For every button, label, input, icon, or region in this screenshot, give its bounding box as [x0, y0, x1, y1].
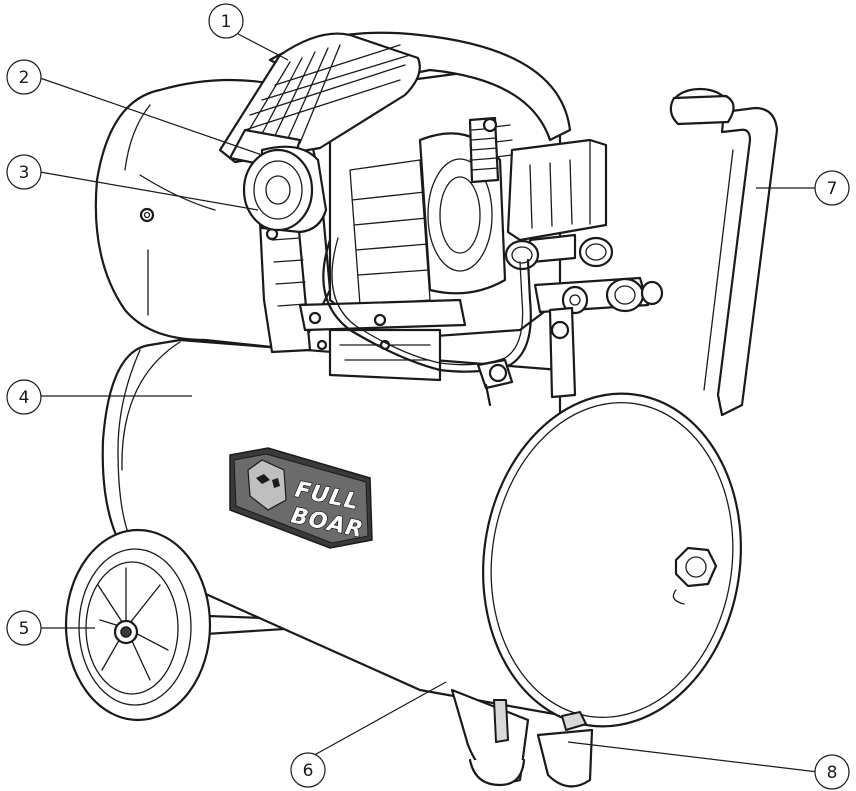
wheel — [64, 528, 212, 722]
boar-emblem-icon — [247, 459, 287, 511]
callout-7: 7 — [814, 170, 850, 206]
brand-logo: FULL BOAR — [229, 447, 373, 549]
air-filter — [242, 145, 328, 234]
callout-8-label: 8 — [827, 763, 838, 783]
pump-block — [298, 70, 562, 382]
callout-2: 2 — [6, 59, 42, 95]
air-tank — [101, 338, 742, 728]
callout-7-label: 7 — [827, 179, 838, 199]
callout-4: 4 — [6, 379, 42, 415]
callout-5-label: 5 — [19, 619, 30, 639]
callout-1-label: 1 — [221, 12, 232, 32]
callout-8: 8 — [814, 754, 850, 790]
tank-plug — [672, 546, 718, 605]
pressure-switch — [506, 138, 608, 264]
callout-6: 6 — [290, 752, 326, 788]
handle — [669, 87, 779, 417]
callout-4-label: 4 — [19, 388, 30, 408]
callout-1: 1 — [208, 3, 244, 39]
callout-5: 5 — [6, 610, 42, 646]
callout-3-label: 3 — [19, 163, 30, 183]
callout-2-label: 2 — [19, 68, 30, 88]
callout-6-label: 6 — [303, 761, 314, 781]
tank-feet — [450, 688, 594, 788]
leader-lines — [39, 33, 819, 773]
delivery-pipe — [322, 237, 532, 407]
gauges — [504, 236, 664, 399]
callout-3: 3 — [6, 154, 42, 190]
